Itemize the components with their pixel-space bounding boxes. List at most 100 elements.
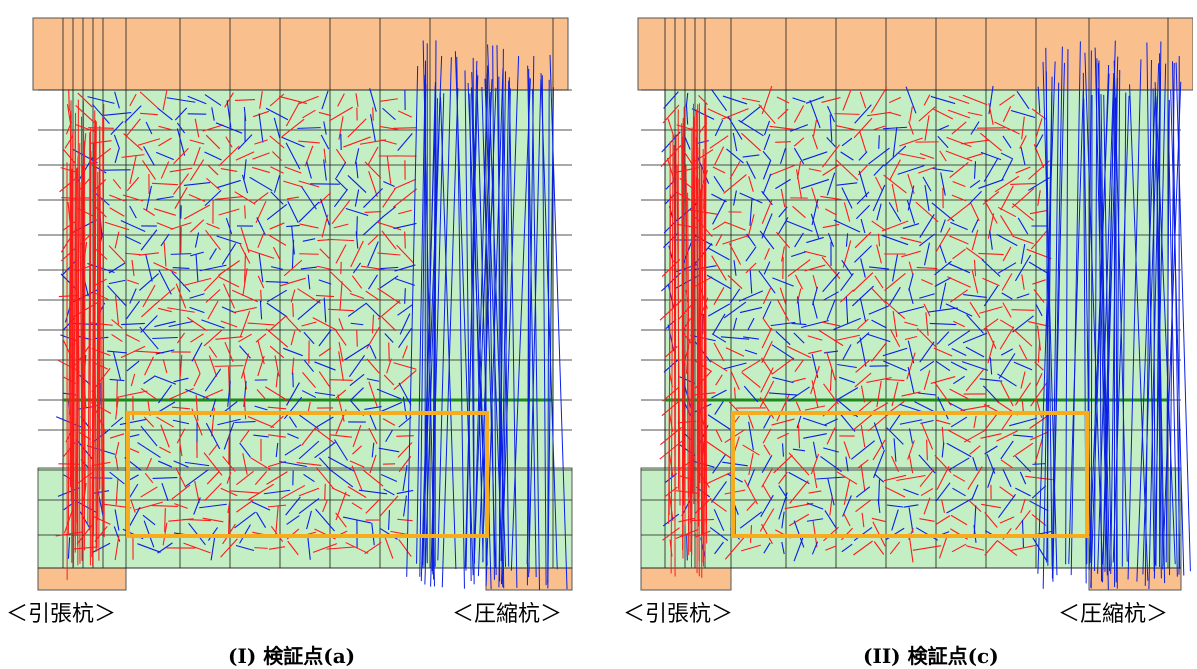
stress-vector (889, 159, 901, 181)
stress-vector (1028, 261, 1050, 275)
stress-vector (283, 180, 303, 188)
stress-vector (270, 415, 284, 429)
stress-vector (119, 418, 147, 426)
stress-vector (137, 138, 161, 146)
stress-vector (843, 513, 851, 527)
stress-vector (1001, 292, 1013, 300)
stress-vector (207, 300, 219, 320)
compression-strut (465, 60, 478, 571)
stress-vector (102, 112, 132, 116)
stress-vector (256, 217, 266, 235)
stress-vector (1000, 381, 1014, 407)
stress-vector (897, 306, 925, 314)
stress-vector (778, 492, 788, 520)
stress-vector (882, 347, 908, 357)
stress-vector (842, 344, 852, 360)
stress-vector (771, 357, 795, 375)
stress-vector (256, 389, 266, 399)
stress-vector (154, 320, 176, 328)
stress-vector (265, 281, 289, 283)
stress-vector (1015, 455, 1031, 473)
stress-vector (124, 235, 142, 245)
stress-vector (239, 442, 251, 458)
stress-vector (170, 253, 192, 255)
stress-vector (667, 324, 675, 352)
compression-strut (1042, 91, 1053, 589)
stress-vector (300, 266, 318, 270)
stress-vector (804, 405, 826, 411)
stress-vector (973, 259, 977, 277)
stress-vector (854, 104, 872, 124)
stress-vector (172, 266, 190, 270)
compression-strut (1115, 70, 1121, 583)
tension-tie (73, 112, 76, 567)
stress-vector (314, 361, 336, 371)
stress-vector (143, 208, 155, 216)
stress-vector (820, 195, 842, 201)
stress-vector (763, 542, 771, 554)
stress-vector (113, 134, 121, 150)
stress-vector (157, 107, 173, 121)
stress-vector (1012, 315, 1034, 333)
stress-vector (364, 541, 382, 555)
stress-vector (1014, 254, 1032, 282)
stress-vector (883, 145, 907, 167)
stress-vector (323, 148, 327, 164)
stress-vector (61, 259, 77, 277)
stress-vector (194, 232, 200, 248)
stress-vector (158, 384, 172, 404)
stress-vector (365, 498, 381, 514)
stress-vector (179, 354, 183, 378)
stress-vector (899, 419, 923, 425)
stress-vector (141, 302, 157, 318)
stress-vector (770, 321, 796, 327)
stress-vector (875, 176, 883, 192)
stress-vector (114, 231, 120, 249)
stress-vector (873, 449, 885, 479)
stress-vector (298, 497, 320, 515)
stress-vector (121, 322, 145, 326)
stress-vector (369, 414, 377, 430)
stress-vector (172, 419, 190, 425)
stress-vector (186, 316, 208, 332)
stress-vector (987, 213, 995, 239)
stress-vector (208, 355, 218, 377)
stress-vector (859, 91, 867, 109)
stress-vector (947, 109, 971, 119)
stress-vector (394, 264, 416, 272)
stress-vector (368, 427, 378, 445)
stress-vector (873, 473, 885, 483)
stress-vector (335, 330, 347, 346)
stress-vector (1000, 348, 1014, 356)
stress-vector (115, 479, 119, 505)
stress-vector (263, 489, 291, 495)
stress-vector (139, 273, 159, 291)
stress-vector (900, 236, 922, 244)
stress-vector (786, 345, 812, 359)
stress-vector (183, 518, 211, 522)
stress-vector (821, 321, 841, 327)
stress-vector (241, 174, 249, 194)
stress-vector (152, 336, 178, 340)
stress-vector (762, 317, 772, 331)
stress-vector (110, 121, 124, 135)
stress-vector (761, 327, 773, 349)
stress-vector (383, 488, 395, 496)
stress-vector (891, 183, 899, 213)
stress-vector (785, 220, 813, 232)
stress-vector (924, 115, 930, 141)
stress-vector (222, 456, 236, 472)
stress-vector (366, 326, 380, 350)
tension-tie (689, 150, 693, 524)
stress-vector (158, 137, 172, 147)
stress-vector (904, 335, 918, 341)
compression-strut (1068, 90, 1084, 564)
stress-vector (760, 367, 774, 393)
stress-vector (398, 416, 412, 428)
stress-vector (1000, 440, 1014, 460)
stress-vector (842, 495, 852, 517)
stress-vector (821, 144, 841, 168)
stress-vector (983, 403, 999, 413)
stress-vector (324, 483, 326, 501)
stress-vector (381, 316, 397, 332)
